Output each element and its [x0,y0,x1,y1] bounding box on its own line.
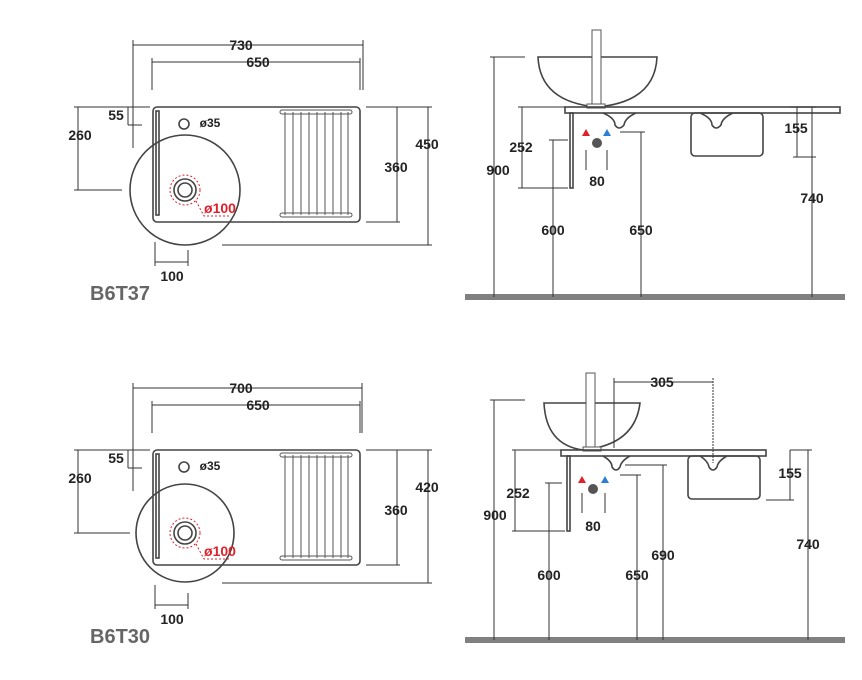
dim-counter-height: 740 [796,536,820,552]
basin-outline [129,134,241,246]
dim-overall-width: 730 [229,37,253,53]
model-label: B6T30 [90,626,150,648]
floor [465,637,845,643]
dim-counter-height: 740 [800,190,824,206]
drain-outer-icon [173,521,197,545]
waste-outlet-icon [588,484,598,494]
countertop-outline [152,106,361,223]
plan-view-b6t30: 700 650 55 260 360 420 100 ø35 ø100 B6T3… [68,380,439,648]
dim-supply-spacing: 80 [589,173,605,189]
elevation-view-b6t30: 305 900 252 600 80 650 690 155 740 [465,372,845,643]
edge-rail [155,110,160,216]
dim-total-height: 900 [483,507,507,523]
model-label: B6T37 [90,283,150,305]
towel-rail [687,455,761,500]
drying-ribs [279,109,353,218]
countertop-outline [152,449,361,566]
dim-edge-offset: 55 [108,450,124,466]
dim-bowl-offset: 305 [650,374,674,390]
bracket-icon [602,455,631,471]
bracket-icon [602,112,637,129]
dim-drain-x: 100 [160,268,184,284]
dim-edge-offset: 55 [108,107,124,123]
tap-hole-icon [178,118,190,130]
dim-supply-height: 600 [541,222,565,238]
basin-outline [135,483,235,583]
dim-overall-width: 700 [229,380,253,396]
dim-waste-height-2: 690 [651,547,675,563]
drain-inner-icon [177,525,193,541]
drain-inner-icon [177,182,193,198]
dim-depth-overall: 420 [415,479,439,495]
drain-zone-icon [169,174,201,206]
hot-supply-icon [582,129,590,136]
dim-waste-height: 650 [629,222,653,238]
tap-hole-label: ø35 [200,116,221,130]
waste-outlet-icon [592,138,602,148]
dimension-lines [74,383,432,609]
drying-ribs [279,452,353,561]
faucet-icon [585,372,596,451]
towel-rail [690,112,764,157]
dim-rail-depth: 155 [778,465,802,481]
countertop-side [564,106,841,114]
cold-supply-icon [601,476,609,483]
dim-top-width: 650 [246,54,270,70]
dim-depth-overall: 450 [415,136,439,152]
bracket-icon [699,112,734,129]
hot-supply-icon [578,476,586,483]
support-leg [569,112,574,189]
tap-hole-icon [178,461,190,473]
drain-hole-label: ø100 [204,543,236,559]
dim-supply-spacing: 80 [585,518,601,534]
countertop-side [560,449,767,457]
bracket-icon [699,455,728,471]
dim-depth-inner: 360 [384,159,408,175]
dim-top-width: 650 [246,397,270,413]
dim-rail-depth: 155 [784,120,808,136]
dim-supply-height: 600 [537,567,561,583]
drain-outer-icon [173,178,197,202]
floor [465,294,845,300]
tap-hole-label: ø35 [200,459,221,473]
edge-rail [155,453,160,559]
plan-view-b6t37: 730 650 55 260 360 450 100 ø35 ø100 B6T3… [68,37,439,305]
dimension-lines [74,40,432,266]
dim-total-height: 900 [486,162,510,178]
dim-drain-offset: 260 [68,127,92,143]
dim-bracket-height: 252 [506,485,530,501]
elevation-view-b6t37: 900 252 600 80 650 155 740 [465,29,845,300]
cold-supply-icon [603,129,611,136]
dim-bracket-height: 252 [509,139,533,155]
support-leg [566,455,571,532]
dim-drain-x: 100 [160,611,184,627]
drain-zone-icon [169,517,201,549]
dim-waste-height: 650 [625,567,649,583]
faucet-icon [591,29,602,108]
drain-hole-label: ø100 [204,200,236,216]
dim-drain-offset: 260 [68,470,92,486]
dim-depth-inner: 360 [384,502,408,518]
